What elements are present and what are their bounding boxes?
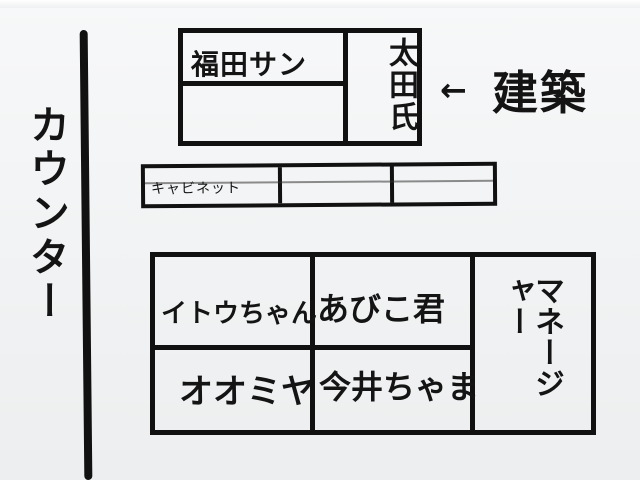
abiko-seat-label: あびこ君 <box>317 290 446 328</box>
cabinet-cell <box>281 166 395 204</box>
arrow-left-icon: ← <box>440 71 467 109</box>
cabinet-cell <box>394 166 494 203</box>
ito-seat-label: イトウちゃん <box>161 299 318 329</box>
manager-seat-label: マネージャー <box>499 275 564 399</box>
bottom-box-divider-1 <box>310 257 315 430</box>
top-box-vertical-divider <box>343 33 348 141</box>
top-box-horizontal-divider <box>183 81 348 86</box>
imai-seat-label: 今井ちゃま <box>319 368 480 406</box>
cabinet-row: キャビネット <box>140 161 498 209</box>
counter-divider-line <box>79 29 93 480</box>
bottom-seating-box: イトウちゃん あびこ君 オオミヤ 今井ちゃま マネージャー <box>150 252 596 435</box>
top-seating-box: 福田サン 太田氏 <box>178 28 422 146</box>
ohta-seat-label: 太田氏 <box>383 37 418 133</box>
oomiya-seat-label: オオミヤ <box>179 372 315 412</box>
bottom-box-divider-2 <box>470 257 475 430</box>
bottom-box-horizontal-divider <box>155 345 475 350</box>
cabinet-label: キャビネット <box>150 180 242 198</box>
paper-edge <box>0 0 640 8</box>
architecture-label: 建築 <box>492 66 588 120</box>
fukuda-seat-label: 福田サン <box>191 48 308 81</box>
counter-label: カウンター <box>23 104 69 324</box>
